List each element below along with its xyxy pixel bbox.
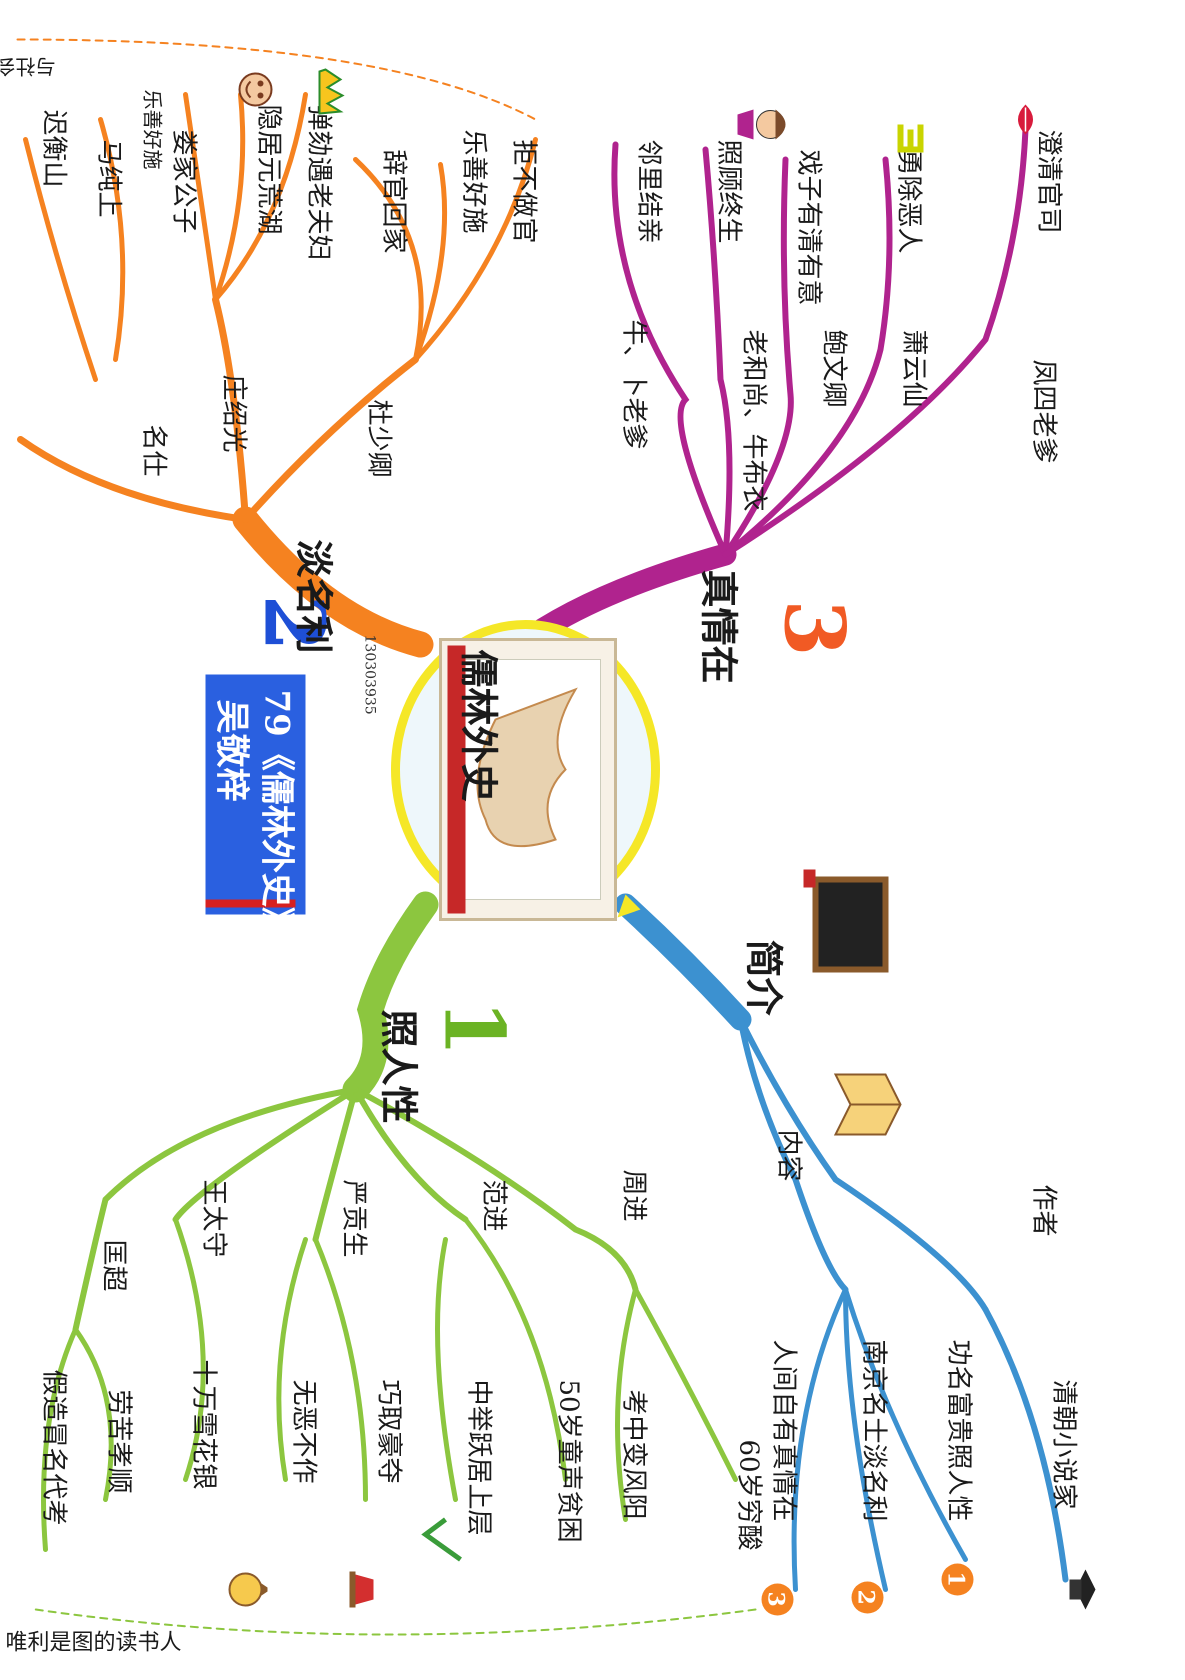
branch-3-leaf-5: 澄清官司 [1034,130,1064,234]
check-mark-icon [421,1517,462,1562]
branch-3-leaf-4: 勇除恶人 [894,150,924,254]
branch-1-leaf-4: 中举跃居上层 [464,1380,494,1536]
branch-1-title: 照人性 [377,1010,422,1124]
branch-1-leaf-5: 巧取豪夺 [374,1380,404,1484]
yellow-arrow-icon [617,894,641,918]
branch-intro [614,893,1069,1592]
branch-1-leaf-3: 50岁童声贫困 [554,1380,584,1543]
branch-2-leaf-2: 马纯上 [94,140,124,218]
branch-1-footnote: 唯利是图的读书人 [6,1631,182,1656]
intro-leaf-1: 功名富贵照人性 [944,1340,974,1522]
branch-1-child-4: 王太守 [199,1180,229,1258]
crown-icon [318,68,345,115]
lips-icon [1018,104,1033,135]
branch-2-leaf-5: 弹劾遇老夫妇 [304,105,334,261]
open-book-icon [833,1073,902,1136]
book-cover [439,638,617,921]
intro-leaf-author: 清朝小说家 [1049,1380,1079,1510]
branch-3-leaf-2: 照顾终生 [714,140,744,244]
branch-2-leaf-3: 娄家公子 [169,130,199,234]
branch-1-child-2: 范进 [479,1180,509,1232]
branch-1 [34,891,757,1636]
red-hat-icon [349,1571,374,1608]
graduation-cap-icon [1069,1569,1096,1610]
barcode: 130303935 [362,635,378,715]
intro-child-content: 内容 [774,1130,804,1182]
money-bag-icon [228,1572,268,1607]
branch-2-leaf-1: 迟衡山 [39,110,69,188]
branch-3-leaf-1: 邻里结亲 [634,140,664,244]
intro-title: 简介 [742,940,787,1017]
branch-3-child-4: 萧云仙 [899,330,929,408]
intro-number-3: 3 [761,1583,794,1616]
branch-2-leaf-8: 拒不做官 [509,140,539,244]
branch-2-child-1: 名仕 [139,425,169,477]
branch-3-child-3: 鲍文卿 [819,330,849,408]
branch-2-child-2: 庄绍光 [219,375,249,453]
intro-number-1: 1 [941,1563,974,1596]
branch-2-arrow-note: 乐善好施 [141,90,165,170]
branch-1-leaf-8: 劳苦孝顺 [104,1390,134,1494]
branch-2-leaf-7: 乐善好施 [459,130,489,234]
branch-1-leaf-7: 十万雪花银 [189,1360,219,1490]
intro-child-author: 作者 [1029,1185,1059,1237]
svg-text:2: 2 [853,1590,879,1605]
branch-1-leaf-9: 假造冒名代考 [39,1370,69,1526]
branch-3-number: 3 [766,600,862,657]
branch-3-child-1: 牛、卜老爹 [619,320,649,450]
laughing-face-icon [238,72,273,107]
branch-1-leaf-2: 考中变风阳 [619,1390,649,1520]
chalkboard-icon [803,869,889,973]
title-line-2: 吴敬梓 [212,700,252,802]
branch-2-child-3: 杜少卿 [364,400,394,478]
yellow-flag-icon [897,124,924,153]
branch-3-title: 真情在 [697,570,742,684]
branch-3-labels: 3 真情在 牛、卜老爹 老和尚、牛布衣 鲍文卿 萧云仙 凤四老爹 邻里结亲 照顾… [619,130,1064,684]
branch-1-leaf-1: 60岁穷酸 [734,1440,764,1551]
branch-2-title: 淡名利 [292,540,337,654]
branch-2-number: 2 [246,595,342,652]
branch-2-leaf-4: 隐居元荒湖 [254,105,284,235]
branch-1-leaf-6: 无恶不作 [289,1380,319,1484]
branch-2-leaf-6: 辞官回家 [379,150,409,254]
branch-1-child-3: 严贡生 [339,1180,369,1258]
svg-text:1: 1 [943,1572,969,1587]
center-node: 儒林外史 130303935 [362,620,660,921]
intro-leaf-3: 人间自有真情在 [769,1340,799,1522]
intro-number-2: 2 [851,1581,884,1614]
branch-3-child-5: 凤四老爹 [1029,360,1059,464]
branch-2-top-note: 与社会格格不入，不被理解 [1,55,56,79]
svg-text:3: 3 [763,1592,789,1607]
branch-2 [16,38,538,658]
branch-1-labels: 1 照人性 周进 范进 严贡生 王太守 匡超 60岁穷酸 考中变风阳 50岁童声… [6,1000,764,1656]
branch-1-child-1: 周进 [619,1170,649,1222]
intro-leaf-2: 南京名士淡名利 [859,1340,889,1522]
title-box: 79《儒林外史》 吴敬梓 [205,674,306,941]
branch-1-child-5: 匡超 [99,1240,129,1292]
branch-1-number: 1 [426,1000,522,1057]
woman-icon [737,109,786,140]
branch-3-child-2: 老和尚、牛布衣 [739,330,769,512]
branch-2-labels: 2 淡名利 名仕 庄绍光 杜少卿 迟衡山 马纯上 娄家公子 隐居元荒湖 弹劾遇老… [0,55,539,654]
branch-intro-labels: 简介 内容 作者 清朝小说家 功名富贵照人性 南京名士淡名利 人间自有真情在 1… [742,940,1079,1616]
title-line-1: 79《儒林外史》 [257,690,297,941]
branch-3-leaf-3: 戏子有清有意 [794,150,824,306]
book-title: 儒林外史 [457,650,502,802]
